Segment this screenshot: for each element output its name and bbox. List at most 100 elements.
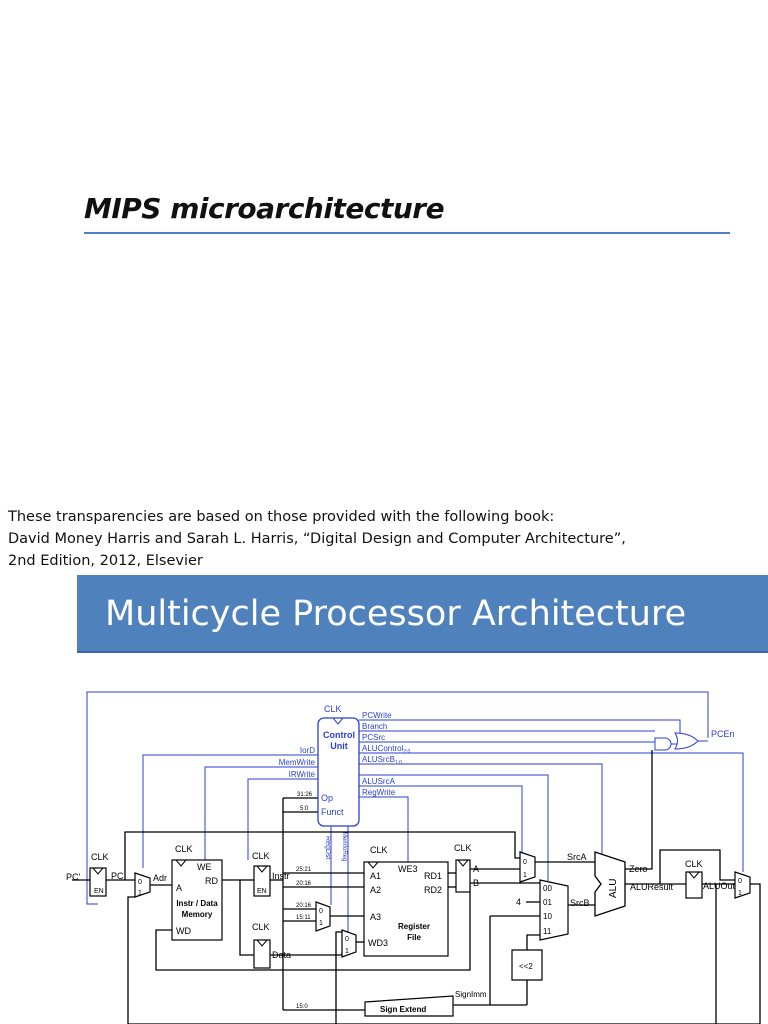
pc-register bbox=[89, 867, 107, 897]
rf-rd2-label: RD2 bbox=[424, 885, 442, 895]
register-file bbox=[363, 861, 449, 957]
aluout-clk-label: CLK bbox=[685, 859, 703, 869]
shift-left-2 bbox=[511, 949, 543, 981]
rf-title-1: Register bbox=[398, 922, 430, 931]
pcsrc-mux bbox=[734, 871, 751, 899]
credits-line-3: 2nd Edition, 2012, Elsevier bbox=[8, 553, 203, 569]
aluresult-label: ALUResult bbox=[630, 882, 674, 892]
data-wires bbox=[72, 750, 761, 1024]
ab-register bbox=[455, 859, 471, 893]
credits-text: These transparencies are based on those … bbox=[8, 506, 626, 572]
regdst-mux-0: 0 bbox=[319, 908, 323, 915]
bits-25-21: 25:21 bbox=[296, 867, 312, 873]
srca-mux bbox=[519, 851, 536, 883]
zero-label: Zero bbox=[629, 864, 648, 874]
sig-pcwrite: PCWrite bbox=[362, 711, 392, 720]
instr-register bbox=[253, 865, 271, 897]
bits-31-26: 31:26 bbox=[297, 792, 313, 798]
aluout-register bbox=[685, 871, 703, 899]
rf-title-2: File bbox=[407, 933, 421, 942]
pc-en-label: EN bbox=[94, 888, 104, 895]
pcen-label: PCEn bbox=[711, 729, 735, 739]
alu bbox=[594, 851, 626, 917]
iord-mux-1: 1 bbox=[138, 890, 142, 897]
srcb-label: SrcB bbox=[570, 898, 590, 908]
sign-extend-label: Sign Extend bbox=[380, 1005, 426, 1014]
mem-wd-label: WD bbox=[176, 926, 191, 936]
bits-20-16-b: 20:16 bbox=[296, 903, 312, 909]
srcb-mux-11: 11 bbox=[543, 927, 552, 936]
credits-line-1: These transparencies are based on those … bbox=[8, 509, 555, 525]
sig-branch: Branch bbox=[362, 722, 387, 731]
mem-title-1: Instr / Data bbox=[176, 899, 218, 908]
sig-iord: IorD bbox=[300, 746, 315, 755]
bits-5-0: 5:0 bbox=[300, 806, 309, 812]
srcb-mux-00: 00 bbox=[543, 884, 552, 893]
title-underline bbox=[84, 232, 730, 234]
sig-alucontrol: ALUControl2:0 bbox=[362, 744, 411, 755]
instr-bit-labels: 31:26 5:0 25:21 20:16 20:16 15:11 15:0 bbox=[296, 792, 313, 1010]
data-register bbox=[253, 939, 271, 969]
control-signal-labels-left: IorD MemWrite IRWrite bbox=[279, 746, 316, 779]
data-label: Data bbox=[272, 950, 291, 960]
pcsrc-mux-0: 0 bbox=[738, 878, 742, 885]
rf-wd3-label: WD3 bbox=[368, 938, 388, 948]
four-constant: 4 bbox=[516, 897, 521, 907]
bits-15-11: 15:11 bbox=[296, 915, 311, 921]
rf-a3-label: A3 bbox=[370, 912, 381, 922]
control-signal-labels-right: PCWrite Branch PCSrc ALUControl2:0 ALUSr… bbox=[362, 711, 411, 797]
srca-mux-1: 1 bbox=[523, 872, 527, 879]
bits-15-0: 15:0 bbox=[296, 1004, 308, 1010]
shift-label: <<2 bbox=[519, 962, 533, 971]
bits-20-16-a: 20:16 bbox=[296, 881, 312, 887]
sig-pcsrc: PCSrc bbox=[362, 733, 385, 742]
pc-clk-label: CLK bbox=[91, 852, 109, 862]
cu-label-2: Unit bbox=[330, 741, 348, 751]
rf-a1-label: A1 bbox=[370, 871, 381, 881]
slide-banner-title: Multicycle Processor Architecture bbox=[77, 575, 768, 653]
control-wires bbox=[86, 691, 744, 932]
multicycle-datapath-diagram: CLK Control Unit Op Funct PCWrite Branch… bbox=[66, 691, 761, 1024]
sig-alusrcb: ALUSrcB1:0 bbox=[362, 755, 402, 766]
memtoreg-mux-0: 0 bbox=[345, 936, 349, 943]
reg-a-label: A bbox=[473, 864, 479, 874]
sig-memwrite: MemWrite bbox=[279, 758, 316, 767]
srcb-mux-01: 01 bbox=[543, 898, 552, 907]
rf-clk-label: CLK bbox=[370, 845, 388, 855]
reg-b-label: B bbox=[473, 878, 479, 888]
mem-rd-label: RD bbox=[205, 876, 218, 886]
rf-rd1-label: RD1 bbox=[424, 871, 442, 881]
cu-op-label: Op bbox=[321, 793, 333, 803]
aluout-label: ALUOut bbox=[703, 881, 736, 891]
mem-clk-label: CLK bbox=[175, 844, 193, 854]
control-unit-block bbox=[317, 717, 360, 827]
adr-label: Adr bbox=[153, 873, 167, 883]
memtoreg-mux bbox=[341, 929, 357, 958]
pcen-logic bbox=[654, 732, 708, 751]
srca-mux-0: 0 bbox=[523, 859, 527, 866]
srcb-mux-10: 10 bbox=[543, 912, 552, 921]
instr-data-memory bbox=[171, 859, 223, 941]
pcsrc-mux-1: 1 bbox=[738, 890, 742, 897]
mem-title-2: Memory bbox=[182, 910, 213, 919]
sig-alusrca: ALUSrcA bbox=[362, 777, 396, 786]
instr-en-label: EN bbox=[257, 888, 267, 895]
cu-clk-label: CLK bbox=[324, 704, 342, 714]
ab-clk-label: CLK bbox=[454, 843, 472, 853]
slide-title: MIPS microarchitecture bbox=[84, 192, 445, 225]
pc-prime-label: PC' bbox=[66, 872, 81, 882]
cu-funct-label: Funct bbox=[321, 807, 344, 817]
mem-a-label: A bbox=[176, 883, 182, 893]
srca-label: SrcA bbox=[567, 852, 587, 862]
cu-label-1: Control bbox=[323, 730, 355, 740]
memtoreg-mux-1: 1 bbox=[345, 948, 349, 955]
sig-regdst: RegDst bbox=[324, 836, 331, 859]
regdst-mux bbox=[315, 901, 331, 932]
sign-extend-block bbox=[364, 995, 454, 1017]
instr-label: Instr bbox=[272, 871, 290, 881]
signimm-label: SignImm bbox=[455, 990, 487, 999]
sig-irwrite: IRWrite bbox=[289, 770, 316, 779]
regdst-mux-1: 1 bbox=[319, 920, 323, 927]
credits-line-2: David Money Harris and Sarah L. Harris, … bbox=[8, 531, 626, 547]
data-clk-label: CLK bbox=[252, 922, 270, 932]
